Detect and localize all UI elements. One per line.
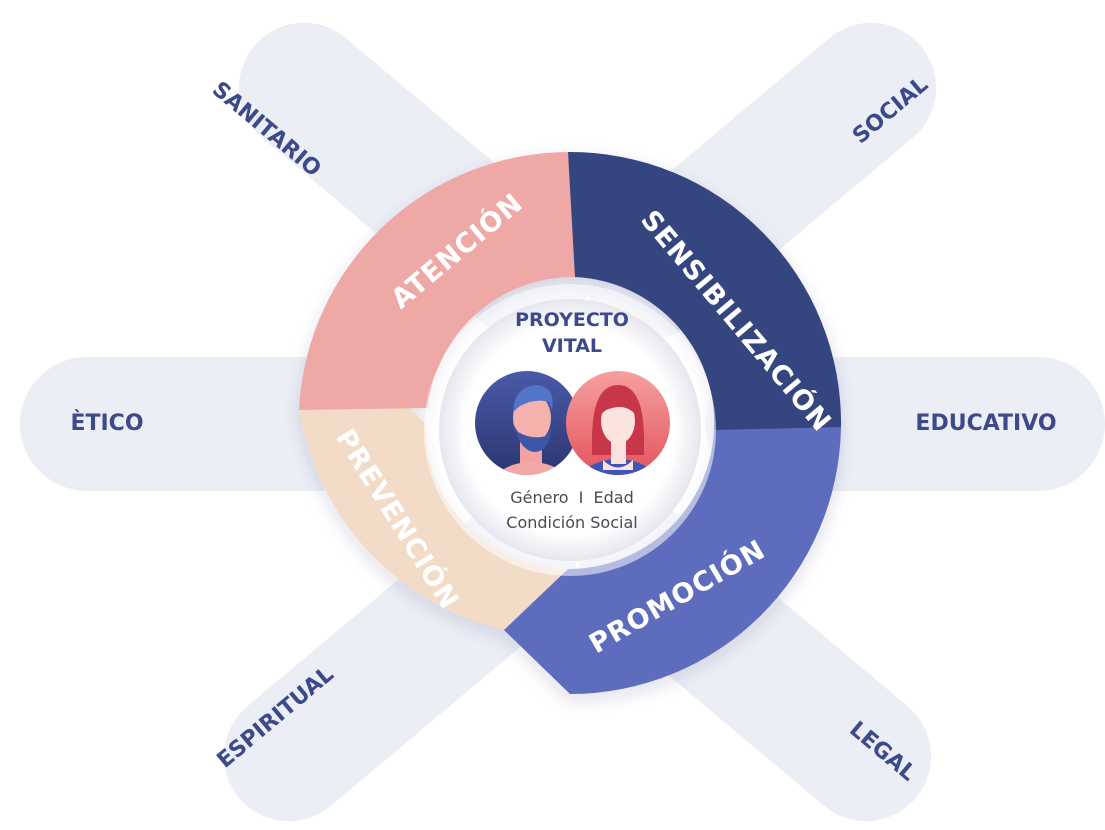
segment-sensibilizacion <box>568 151 842 492</box>
cycle-ring <box>299 151 842 694</box>
center-title-line1: PROYECTO <box>515 309 629 331</box>
man-avatar-icon <box>475 371 579 475</box>
center-subtitle-line2: Condición Social <box>506 513 637 532</box>
segment-atencion <box>299 152 635 410</box>
center-title-line2: VITAL <box>542 335 602 357</box>
segment-promocion <box>504 427 841 694</box>
center-circle: PROYECTO VITAL <box>424 284 716 576</box>
segment-prevencion <box>299 358 575 630</box>
label-etico: ÈTICO <box>70 410 143 436</box>
label-educativo: EDUCATIVO <box>915 411 1056 436</box>
center-subtitle-line1: Género I Edad <box>510 488 634 507</box>
